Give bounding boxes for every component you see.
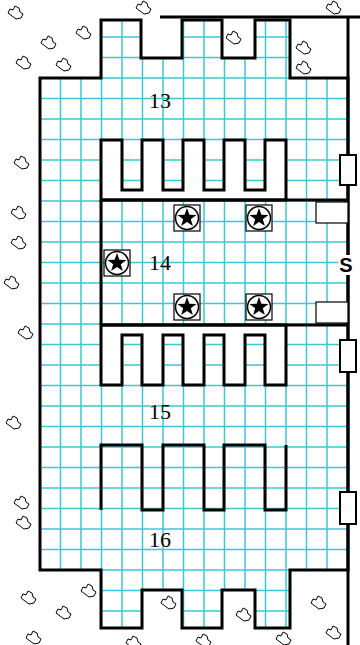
room-number: 13 <box>149 90 171 112</box>
room-number: 15 <box>149 401 171 423</box>
foliage-mark <box>14 496 29 509</box>
wall <box>40 20 348 628</box>
room-number: 14 <box>149 252 171 274</box>
foliage-mark <box>6 416 21 429</box>
door <box>340 492 356 524</box>
foliage-mark <box>26 631 41 644</box>
pillar-symbol <box>246 205 272 231</box>
foliage-mark <box>136 1 151 14</box>
foliage-mark <box>21 591 36 604</box>
wall <box>101 324 348 327</box>
wall <box>101 199 348 202</box>
door <box>340 155 356 185</box>
foliage-mark <box>18 326 33 339</box>
pillar-symbol <box>174 205 200 231</box>
foliage-mark <box>161 596 176 609</box>
room-number: 16 <box>149 529 171 551</box>
floor-tile <box>316 302 348 323</box>
pillar-symbol <box>174 294 200 320</box>
foliage-mark <box>236 608 251 621</box>
foliage-mark <box>126 636 141 645</box>
foliage-mark <box>16 56 31 69</box>
foliage-mark <box>4 276 19 289</box>
foliage-mark <box>81 584 96 597</box>
door <box>340 340 356 372</box>
foliage-mark <box>226 31 241 44</box>
foliage-mark <box>296 61 311 74</box>
foliage-mark <box>8 6 23 19</box>
foliage-mark <box>326 626 341 639</box>
foliage-mark <box>11 206 26 219</box>
foliage-mark <box>56 58 71 71</box>
wall <box>160 16 360 19</box>
foliage-mark <box>311 596 326 609</box>
wall <box>101 325 286 385</box>
foliage-mark <box>41 36 56 49</box>
foliage-mark <box>14 156 29 169</box>
pillar-symbol <box>104 250 130 276</box>
foliage-mark <box>16 516 31 529</box>
wall <box>101 140 286 200</box>
wall <box>347 17 350 645</box>
foliage-mark <box>11 236 26 249</box>
wall <box>101 445 286 510</box>
walls <box>40 17 360 645</box>
foliage-mark <box>196 634 211 645</box>
foliage-mark <box>276 632 291 645</box>
foliage-mark <box>296 41 311 54</box>
secret-door-mark: S <box>338 255 353 275</box>
floor-tile <box>316 202 348 223</box>
foliage-mark <box>56 606 71 619</box>
wall <box>100 200 103 325</box>
foliage-mark <box>326 1 341 14</box>
pillar-symbol <box>246 294 272 320</box>
foliage-mark <box>76 26 91 39</box>
